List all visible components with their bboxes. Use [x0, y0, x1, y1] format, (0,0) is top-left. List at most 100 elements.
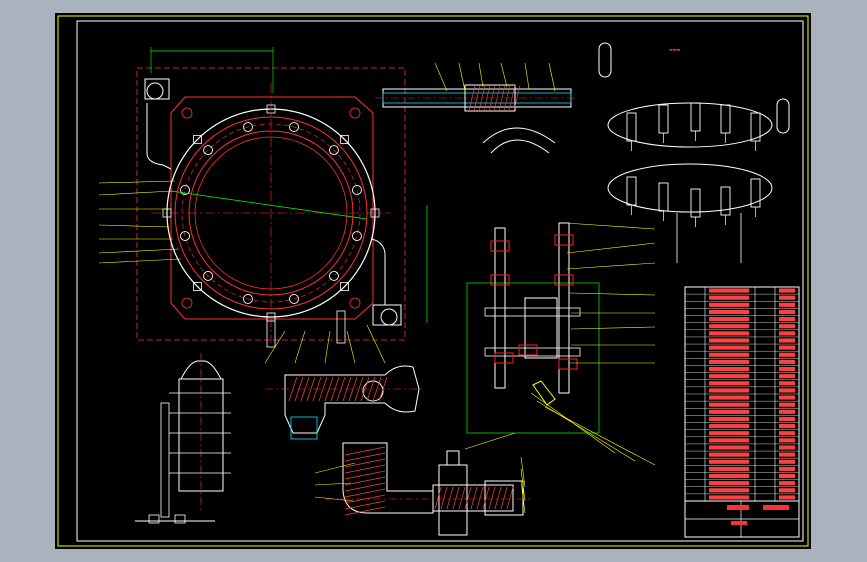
ring-tank-right — [776, 98, 790, 134]
valve-red-part — [494, 352, 514, 364]
parts-row-qty — [779, 438, 795, 443]
nozzle-hatch-line — [446, 486, 454, 510]
elbow-section-view — [265, 365, 425, 440]
parts-row-qty — [779, 381, 795, 386]
valve-leader — [544, 406, 656, 466]
nozzle-hatch-line — [344, 464, 386, 474]
valve-leader — [566, 262, 656, 270]
parts-row-qty — [779, 416, 795, 422]
flange-bolt-hole — [180, 185, 190, 195]
flange-bolt-hole — [243, 294, 253, 304]
pipe-leader — [524, 62, 530, 90]
flange-pipe-fitting — [370, 208, 380, 218]
parts-row-qty — [779, 345, 795, 350]
parts-row-text — [709, 445, 749, 450]
pipe-leader — [500, 62, 508, 88]
parts-row-qty — [779, 452, 795, 457]
drawing-sheet: ▬▬▬ — [55, 13, 811, 549]
nozzle-pipe — [432, 484, 514, 512]
ring-valve — [690, 102, 701, 132]
ring-valve — [626, 176, 637, 206]
pipe-leader — [478, 62, 484, 88]
flange-pipe-fitting — [340, 135, 349, 144]
ring-valves — [626, 102, 761, 227]
nozzle-hatch-line — [344, 452, 386, 462]
nozzle-hatch-line — [482, 486, 490, 510]
valve-assembly-view — [466, 222, 656, 466]
pipe-hatch-line — [498, 84, 506, 112]
parts-row-text — [709, 416, 749, 422]
parts-row-qty — [779, 338, 795, 343]
nozzle-hatch-line — [344, 476, 386, 486]
nozzle-leader — [464, 432, 516, 450]
parts-row-text — [709, 366, 749, 372]
flange-pipe-fitting — [266, 104, 276, 114]
pipe-curved-base — [482, 127, 556, 144]
valve-red-part — [518, 344, 538, 356]
parts-row-text — [709, 388, 749, 393]
valve-red-part — [558, 358, 578, 370]
flange-leader-bottom — [346, 330, 356, 364]
flange-bolt-hole — [289, 294, 299, 304]
pipe-leader — [434, 62, 448, 92]
parts-row-qty — [779, 495, 795, 500]
flange-pipe-fitting — [340, 282, 349, 291]
pipe-section-view — [375, 62, 575, 154]
valve-lower-nozzle — [532, 380, 556, 406]
valve-crossbar-top — [484, 307, 581, 317]
parts-row-qty — [779, 388, 795, 393]
valve-red-part — [490, 274, 510, 286]
flange-pipe-fitting — [193, 135, 202, 144]
parts-row-text — [709, 473, 749, 479]
ring-manifold-isometric: ▬▬▬ — [598, 42, 790, 263]
parts-row-text — [709, 438, 749, 443]
flange-bolt-hole — [328, 145, 339, 156]
nozzle-hatch-line — [458, 486, 466, 510]
parts-row-qty — [779, 374, 795, 379]
nozzle-hatch-line — [344, 488, 386, 498]
gauge-bottom-right — [370, 238, 402, 326]
cylinder-dome — [180, 360, 222, 380]
parts-row-qty — [779, 459, 795, 464]
valve-red-part — [490, 240, 510, 252]
flange-bolt-hole — [289, 122, 299, 132]
parts-row-text — [709, 324, 749, 329]
parts-row-qty — [779, 481, 795, 486]
outer-frame — [57, 15, 809, 547]
ring-valve — [658, 104, 669, 134]
nozzle-elbow-body — [342, 442, 434, 514]
parts-row-text — [709, 317, 749, 322]
flange-bottom-stub — [266, 316, 276, 348]
nozzle-hatch-line — [344, 458, 386, 468]
flange-bolt-hole — [180, 231, 190, 241]
parts-row-text — [709, 488, 749, 493]
parts-row-text — [709, 459, 749, 464]
parts-row-text — [709, 431, 749, 436]
parts-row-qty — [779, 431, 795, 436]
parts-row-text — [709, 495, 749, 500]
flange-leader — [98, 248, 180, 254]
parts-row-qty — [779, 473, 795, 479]
valve-leader — [570, 326, 656, 330]
cylinder-feet — [148, 514, 186, 524]
parts-row-qty — [779, 352, 795, 357]
parts-row-text — [709, 409, 749, 414]
nozzle-top-stub — [446, 450, 460, 466]
ring-valve — [658, 182, 669, 212]
parts-row-text — [709, 352, 749, 357]
parts-row-text — [709, 295, 749, 300]
valve-leader-lines — [530, 222, 656, 466]
parts-row-text — [709, 338, 749, 343]
nozzle-leader — [520, 468, 526, 502]
title-mark-2 — [763, 505, 789, 510]
flange-leader — [98, 258, 182, 264]
parts-row-qty — [779, 445, 795, 450]
ring-valve — [720, 104, 731, 134]
cad-drawing: ▬▬▬ — [57, 15, 809, 547]
elbow-hatch-line — [366, 376, 376, 402]
nozzle-hatch-line — [344, 470, 386, 480]
parts-row-qty — [779, 295, 795, 300]
parts-row-qty — [779, 424, 795, 429]
nozzle-hatch-line — [470, 486, 478, 510]
